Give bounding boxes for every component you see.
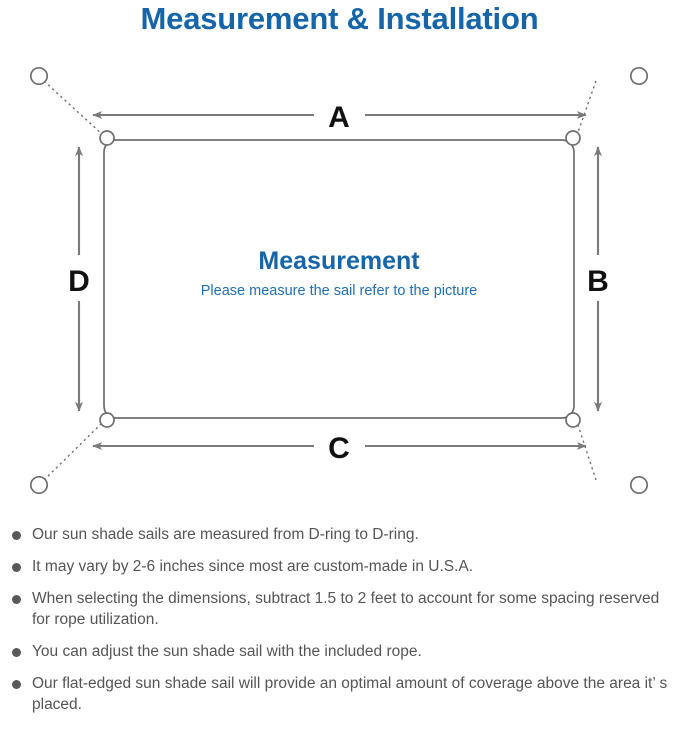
anchor-point-top-right: [629, 66, 649, 86]
note-text: It may vary by 2-6 inches since most are…: [32, 558, 474, 575]
page-title: Measurement & Installation: [140, 1, 539, 36]
anchor-points: [29, 66, 649, 495]
dimension-label-c: C: [328, 432, 350, 465]
list-item: Our flat-edged sun shade sail will provi…: [0, 673, 679, 715]
note-text: When selecting the dimensions, subtract …: [32, 590, 660, 628]
d-ring-bottom-left: [99, 412, 115, 428]
notes-list: Our sun shade sails are measured from D-…: [0, 524, 679, 726]
anchor-connectors: [43, 80, 597, 481]
bullet-icon: [12, 680, 21, 689]
note-text: Our flat-edged sun shade sail will provi…: [32, 675, 668, 713]
sail-d-rings: [99, 130, 581, 428]
diagram-center-subheading: Please measure the sail refer to the pic…: [201, 283, 477, 299]
bullet-icon: [12, 648, 21, 657]
bullet-icon: [12, 563, 21, 572]
diagram-center-heading: Measurement: [258, 247, 420, 275]
dimension-label-d: D: [68, 265, 90, 298]
anchor-point-bottom-left: [29, 475, 49, 495]
list-item: You can adjust the sun shade sail with t…: [0, 641, 679, 662]
dimension-label-b: B: [587, 265, 609, 298]
list-item: It may vary by 2-6 inches since most are…: [0, 556, 679, 577]
list-item: When selecting the dimensions, subtract …: [0, 588, 679, 630]
anchor-point-top-left: [29, 66, 49, 86]
d-ring-top-left: [99, 130, 115, 146]
anchor-connector-bottom-right: [576, 421, 597, 481]
bullet-icon: [12, 531, 21, 540]
anchor-connector-top-left: [43, 80, 104, 136]
note-text: You can adjust the sun shade sail with t…: [32, 643, 422, 660]
anchor-point-bottom-right: [629, 475, 649, 495]
note-text: Our sun shade sails are measured from D-…: [32, 526, 419, 543]
sail-body: [103, 139, 575, 419]
anchor-connector-bottom-left: [43, 421, 104, 481]
dimension-label-a: A: [328, 101, 350, 134]
d-ring-bottom-right: [565, 412, 581, 428]
d-ring-top-right: [565, 130, 581, 146]
list-item: Our sun shade sails are measured from D-…: [0, 524, 679, 545]
shade-sail-measurement-diagram: A C D B Measurement Please measure the s…: [29, 66, 649, 495]
anchor-connector-top-right: [576, 80, 597, 136]
bullet-icon: [12, 595, 21, 604]
